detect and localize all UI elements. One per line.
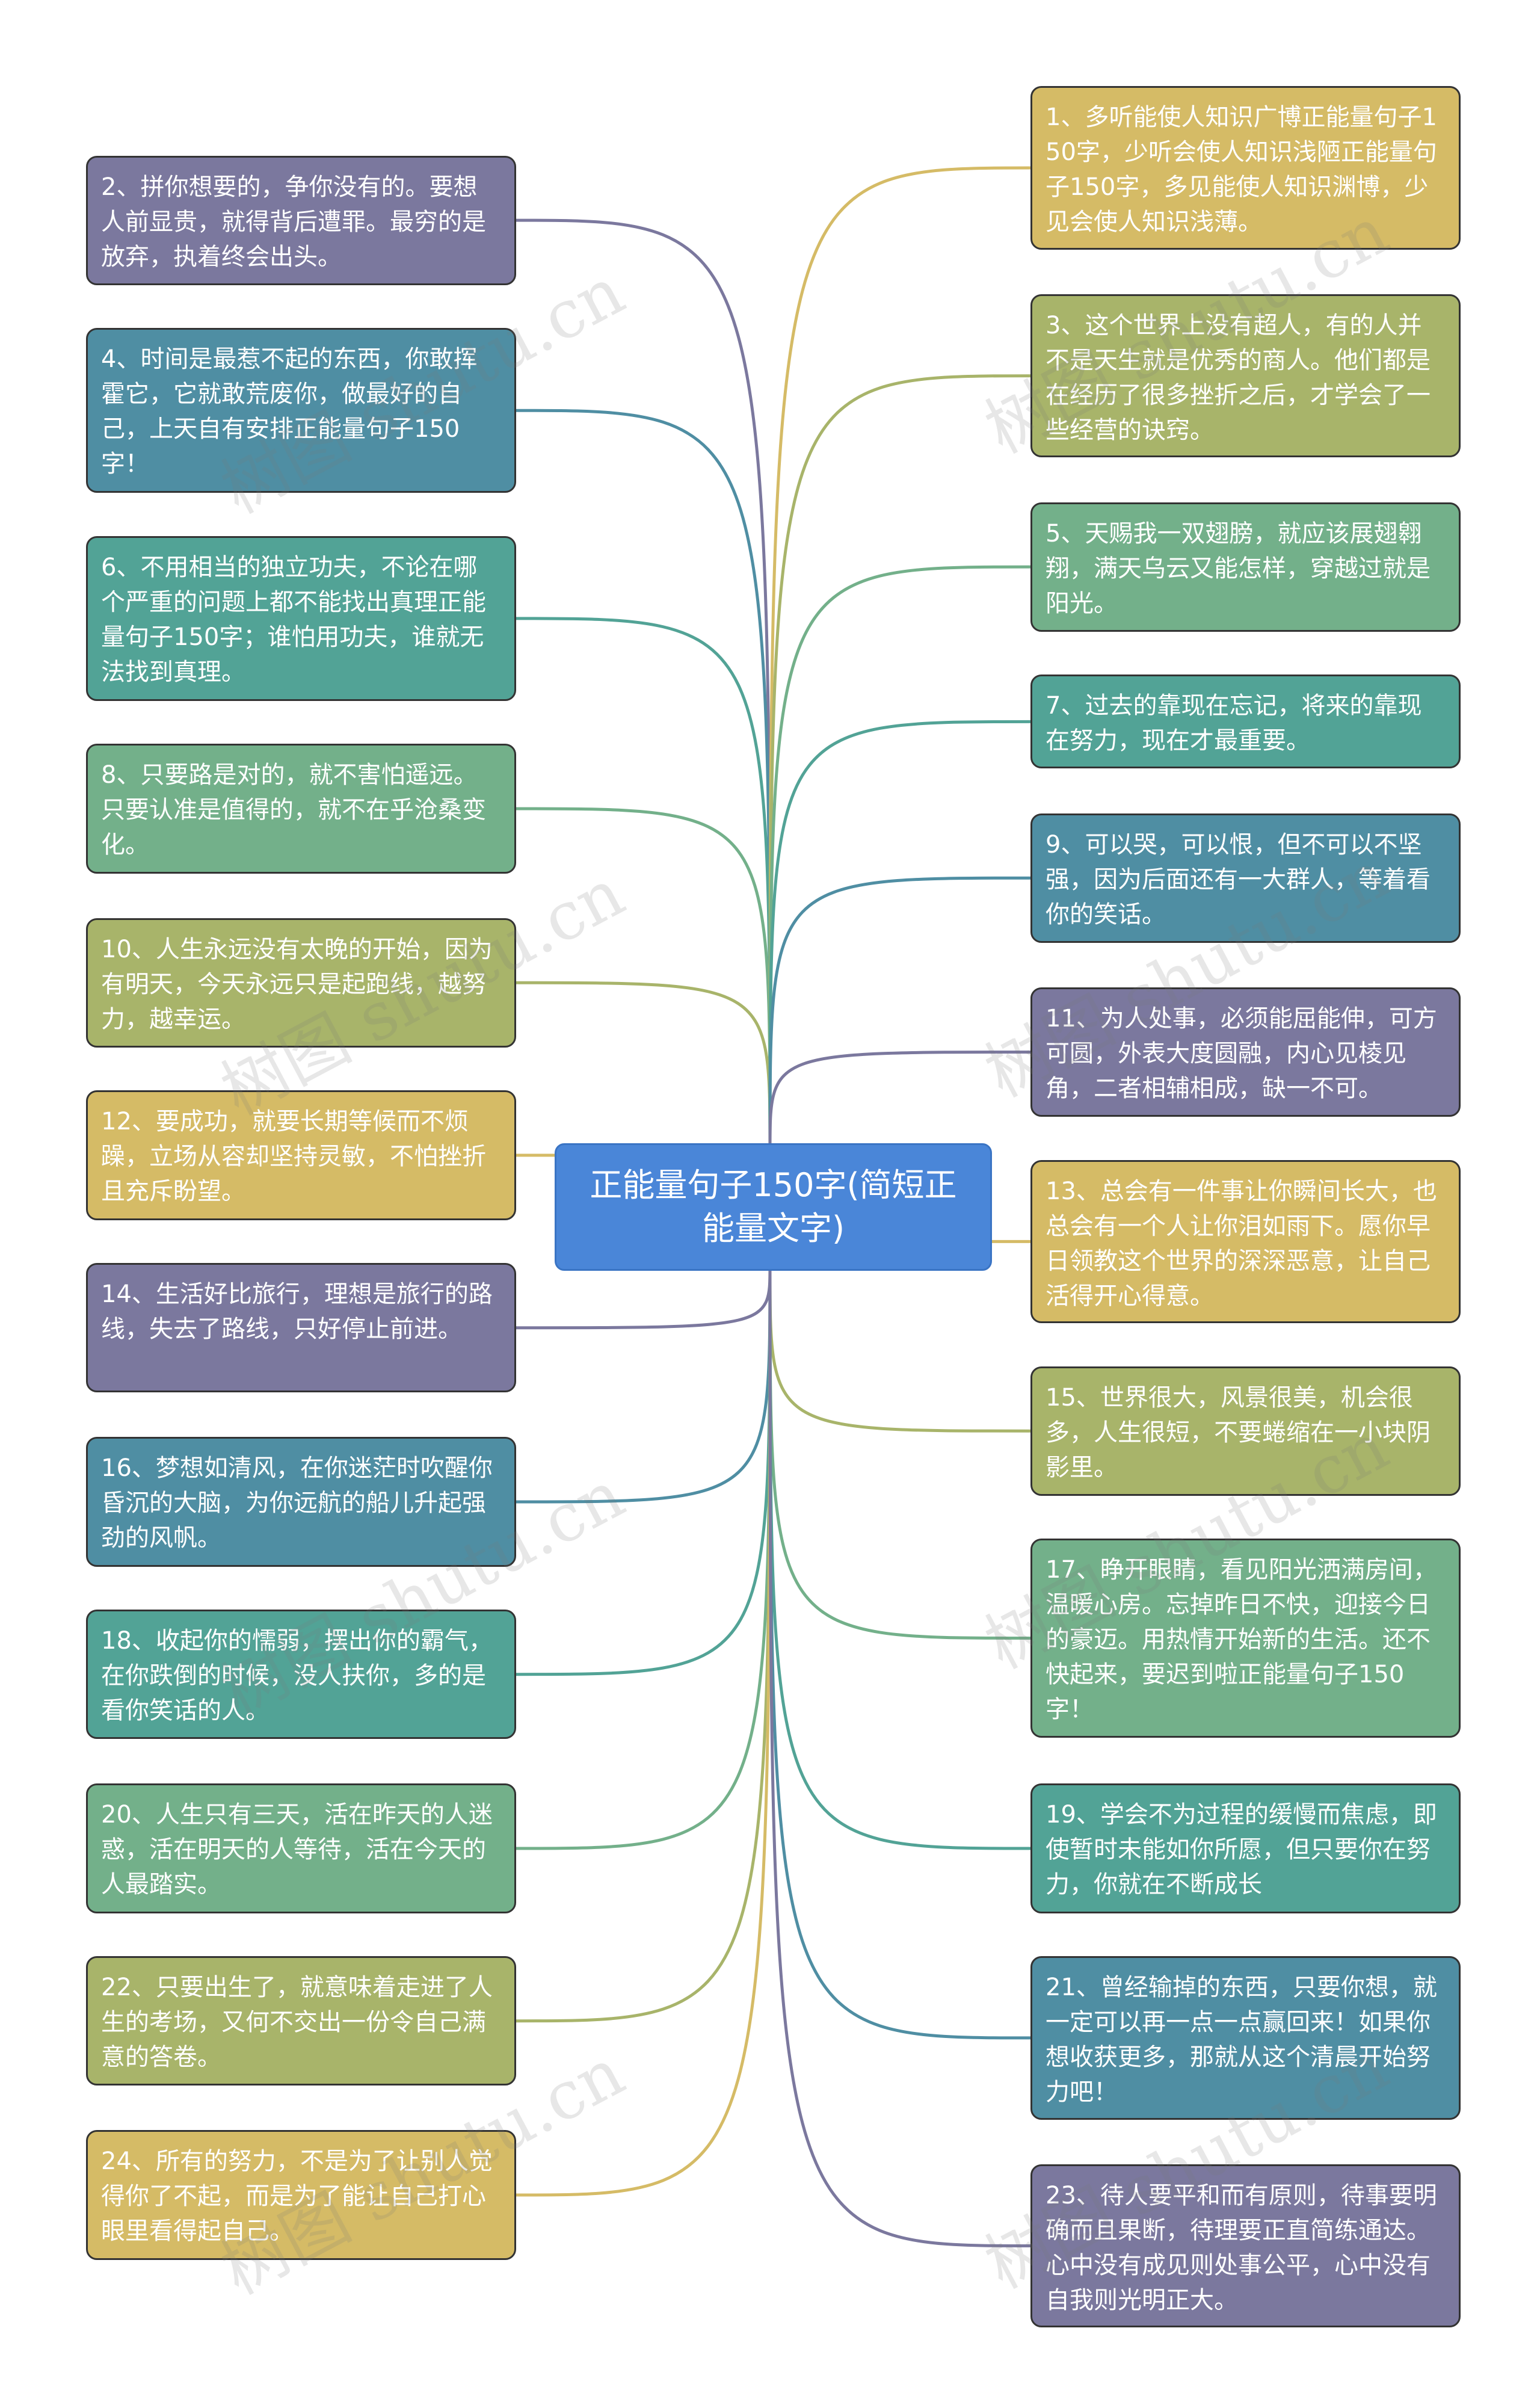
- topic-text: 11、为人处事，必须能屈能伸，可方可圆，外表大度圆融，内心见棱见角，二者相辅相成…: [1046, 1004, 1437, 1102]
- connector-line: [516, 1266, 772, 1330]
- connector-line: [516, 409, 772, 1150]
- right-topic-node[interactable]: 1、多听能使人知识广博正能量句子150字，少听会使人知识浅陋正能量句子150字，…: [1030, 86, 1461, 250]
- topic-text: 24、所有的努力，不是为了让别人觉得你了不起，而是为了能让自己打心眼里看得起自己…: [101, 2147, 493, 2246]
- left-topic-node[interactable]: 22、只要出生了，就意味着走进了人生的考场，又何不交出一份令自己满意的答卷。: [86, 1956, 516, 2086]
- left-topic-node[interactable]: 12、要成功，就要长期等候而不烦躁，立场从容却坚持灵敏，不怕挫折且充斥盼望。: [86, 1090, 516, 1220]
- central-topic[interactable]: 正能量句子150字(简短正能量文字): [555, 1143, 992, 1271]
- right-topic-node[interactable]: 5、天赐我一双翅膀，就应该展翅翱翔，满天乌云又能怎样，穿越过就是阳光。: [1030, 502, 1461, 632]
- connector-line: [768, 1266, 1031, 2040]
- topic-text: 3、这个世界上没有超人，有的人并不是天生就是优秀的商人。他们都是在经历了很多挫折…: [1046, 311, 1431, 444]
- topic-text: 4、时间是最惹不起的东西，你敢挥霍它，它就敢荒废你，做最好的自己，上天自有安排正…: [101, 345, 478, 478]
- topic-text: 1、多听能使人知识广博正能量句子150字，少听会使人知识浅陋正能量句子150字，…: [1046, 103, 1437, 236]
- connector-line: [516, 1266, 772, 1504]
- right-topic-node[interactable]: 11、为人处事，必须能屈能伸，可方可圆，外表大度圆融，内心见棱见角，二者相辅相成…: [1030, 987, 1461, 1117]
- topic-text: 23、待人要平和而有原则，待事要明确而且果断，待理要正直简练通达。心中没有成见则…: [1046, 2181, 1437, 2314]
- topic-text: 14、生活好比旅行，理想是旅行的路线，失去了路线，只好停止前进。: [101, 1280, 493, 1344]
- topic-text: 18、收起你的懦弱，摆出你的霸气，在你跌倒的时候，没人扶你，多的是看你笑话的人。: [101, 1627, 493, 1725]
- connector-line: [768, 720, 1031, 1150]
- topic-text: 8、只要路是对的，就不害怕遥远。只要认准是值得的，就不在乎沧桑变化。: [101, 761, 486, 859]
- topic-text: 15、世界很大，风景很美，机会很多，人生很短，不要蜷缩在一小块阴影里。: [1046, 1383, 1431, 1481]
- central-topic-label: 正能量句子150字(简短正能量文字): [590, 1166, 957, 1247]
- right-topic-node[interactable]: 3、这个世界上没有超人，有的人并不是天生就是优秀的商人。他们都是在经历了很多挫折…: [1030, 294, 1461, 458]
- topic-text: 20、人生只有三天，活在昨天的人迷惑，活在明天的人等待，活在今天的人最踏实。: [101, 1801, 493, 1899]
- topic-text: 9、可以哭，可以恨，但不可以不坚强，因为后面还有一大群人，等着看你的笑话。: [1046, 830, 1431, 928]
- topic-text: 2、拼你想要的，争你没有的。要想人前显贵，就得背后遭罪。最穷的是放弃，执着终会出…: [101, 173, 486, 271]
- connector-line: [516, 981, 772, 1150]
- right-topic-node[interactable]: 19、学会不为过程的缓慢而焦虑，即使暂时未能如你所愿，但只要你在努力，你就在不断…: [1030, 1783, 1461, 1913]
- connector-line: [768, 1266, 1031, 2247]
- topic-text: 16、梦想如清风，在你迷茫时吹醒你昏沉的大脑，为你远航的船儿升起强劲的风帆。: [101, 1454, 493, 1552]
- left-topic-node[interactable]: 6、不用相当的独立功夫，不论在哪个严重的问题上都不能找出真理正能量句子150字；…: [86, 536, 516, 701]
- topic-text: 5、天赐我一双翅膀，就应该展翅翱翔，满天乌云又能怎样，穿越过就是阳光。: [1046, 519, 1431, 617]
- left-topic-node[interactable]: 14、生活好比旅行，理想是旅行的路线，失去了路线，只好停止前进。: [86, 1263, 516, 1393]
- connector-line: [516, 617, 772, 1150]
- connector-line: [768, 1266, 1031, 1640]
- topic-text: 19、学会不为过程的缓慢而焦虑，即使暂时未能如你所愿，但只要你在努力，你就在不断…: [1046, 1801, 1437, 1899]
- left-topic-node[interactable]: 18、收起你的懦弱，摆出你的霸气，在你跌倒的时候，没人扶你，多的是看你笑话的人。: [86, 1610, 516, 1740]
- right-topic-node[interactable]: 23、待人要平和而有原则，待事要明确而且果断，待理要正直简练通达。心中没有成见则…: [1030, 2164, 1461, 2328]
- connector-line: [768, 1266, 1031, 1433]
- connector-line: [516, 1266, 772, 1850]
- right-topic-node[interactable]: 9、可以哭，可以恨，但不可以不坚强，因为后面还有一大群人，等着看你的笑话。: [1030, 813, 1461, 943]
- left-topic-node[interactable]: 10、人生永远没有太晚的开始，因为有明天，今天永远只是起跑线，越努力，越幸运。: [86, 918, 516, 1048]
- left-topic-node[interactable]: 24、所有的努力，不是为了让别人觉得你了不起，而是为了能让自己打心眼里看得起自己…: [86, 2130, 516, 2260]
- connector-line: [768, 876, 1031, 1150]
- right-topic-node[interactable]: 15、世界很大，风景很美，机会很多，人生很短，不要蜷缩在一小块阴影里。: [1030, 1366, 1461, 1496]
- right-topic-node[interactable]: 7、过去的靠现在忘记，将来的靠现在努力，现在才最重要。: [1030, 675, 1461, 769]
- right-topic-node[interactable]: 17、睁开眼睛，看见阳光洒满房间，温暖心房。忘掉昨日不快，迎接今日的豪迈。用热情…: [1030, 1539, 1461, 1738]
- right-topic-node[interactable]: 13、总会有一件事让你瞬间长大，也总会有一个人让你泪如雨下。愿你早日领教这个世界…: [1030, 1159, 1461, 1324]
- connector-line: [516, 1266, 772, 2023]
- topic-text: 17、睁开眼睛，看见阳光洒满房间，温暖心房。忘掉昨日不快，迎接今日的豪迈。用热情…: [1046, 1556, 1437, 1724]
- connector-line: [768, 565, 1031, 1150]
- topic-text: 12、要成功，就要长期等候而不烦躁，立场从容却坚持灵敏，不怕挫折且充斥盼望。: [101, 1108, 486, 1206]
- left-topic-node[interactable]: 20、人生只有三天，活在昨天的人迷惑，活在明天的人等待，活在今天的人最踏实。: [86, 1783, 516, 1913]
- connector-line: [768, 1266, 1031, 1850]
- left-topic-node[interactable]: 16、梦想如清风，在你迷茫时吹醒你昏沉的大脑，为你远航的船儿升起强劲的风帆。: [86, 1437, 516, 1567]
- connector-line: [516, 807, 772, 1150]
- connector-line: [516, 218, 772, 1150]
- topic-text: 22、只要出生了，就意味着走进了人生的考场，又何不交出一份令自己满意的答卷。: [101, 1974, 493, 2072]
- left-topic-node[interactable]: 2、拼你想要的，争你没有的。要想人前显贵，就得背后遭罪。最穷的是放弃，执着终会出…: [86, 155, 516, 285]
- connector-line: [768, 1050, 1031, 1150]
- connector-line: [516, 1266, 772, 2197]
- connector-line: [768, 374, 1031, 1150]
- topic-text: 7、过去的靠现在忘记，将来的靠现在努力，现在才最重要。: [1046, 692, 1422, 755]
- connector-line: [768, 166, 1031, 1150]
- left-topic-node[interactable]: 4、时间是最惹不起的东西，你敢挥霍它，它就敢荒废你，做最好的自己，上天自有安排正…: [86, 328, 516, 493]
- right-topic-node[interactable]: 21、曾经输掉的东西，只要你想，就一定可以再一点一点赢回来！如果你想收获更多，那…: [1030, 1956, 1461, 2120]
- topic-text: 21、曾经输掉的东西，只要你想，就一定可以再一点一点赢回来！如果你想收获更多，那…: [1046, 1974, 1437, 2107]
- topic-text: 6、不用相当的独立功夫，不论在哪个严重的问题上都不能找出真理正能量句子150字；…: [101, 553, 486, 686]
- left-topic-node[interactable]: 8、只要路是对的，就不害怕遥远。只要认准是值得的，就不在乎沧桑变化。: [86, 744, 516, 874]
- topic-text: 10、人生永远没有太晚的开始，因为有明天，今天永远只是起跑线，越努力，越幸运。: [101, 935, 493, 1033]
- topic-text: 13、总会有一件事让你瞬间长大，也总会有一个人让你泪如雨下。愿你早日领教这个世界…: [1046, 1177, 1437, 1310]
